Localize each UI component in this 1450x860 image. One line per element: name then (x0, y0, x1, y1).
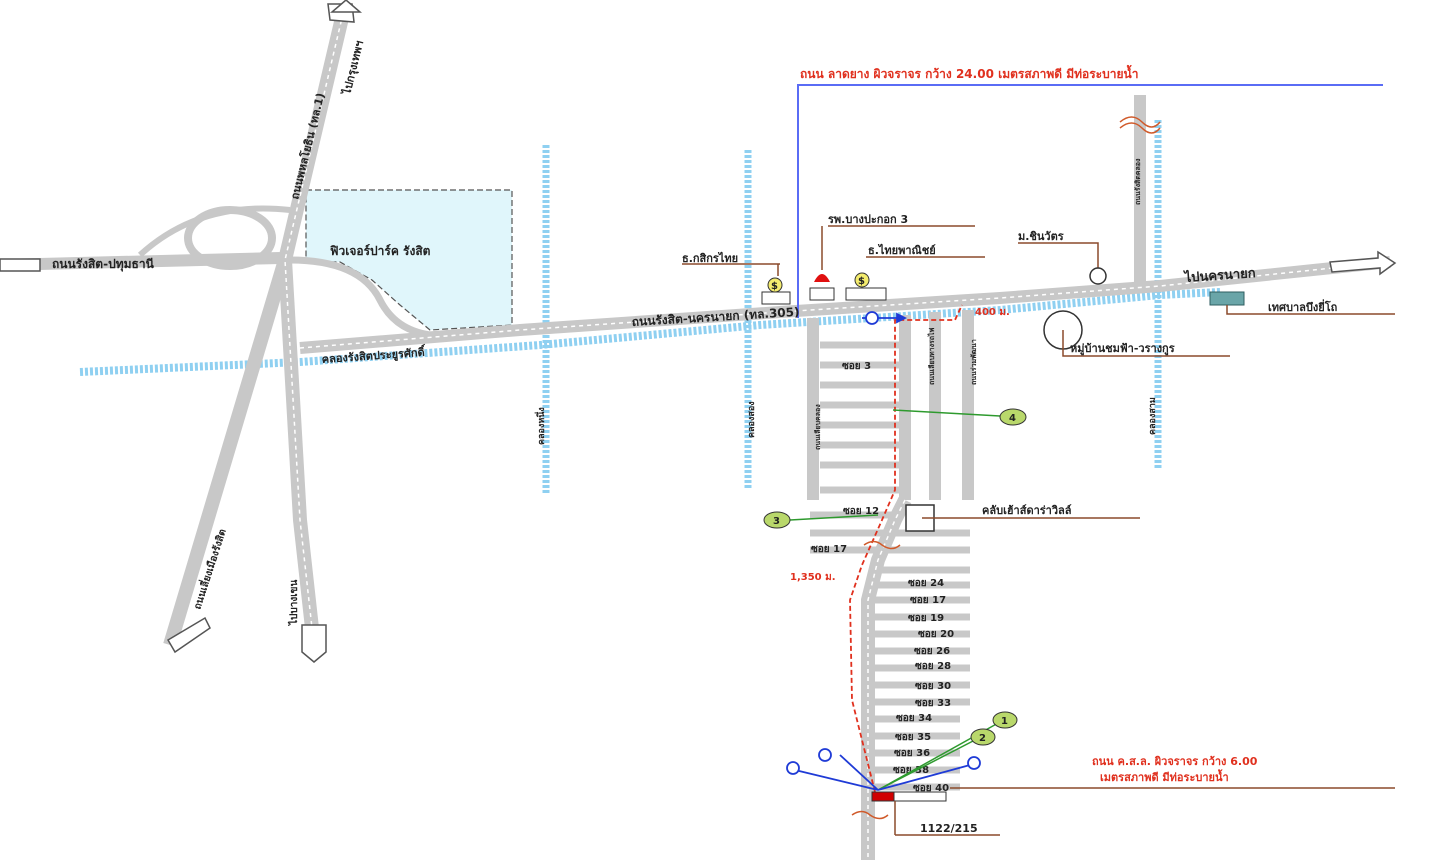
hospital: รพ.บางปะกอก 3 (809, 213, 975, 301)
svg-text:ซอย 12: ซอย 12 (843, 506, 879, 517)
svg-text:ซอย 17: ซอย 17 (811, 544, 847, 555)
svg-text:คลับเฮ้าส์ดาร่าวิลล์: คลับเฮ้าส์ดาร่าวิลล์ (982, 504, 1072, 517)
svg-text:1122/215: 1122/215 (920, 822, 978, 835)
future-park-area (305, 189, 513, 331)
club-house: คลับเฮ้าส์ดาร่าวิลล์ (905, 504, 1140, 532)
distance-400: 400 ม. (975, 307, 1010, 318)
svg-text:ซอย 36: ซอย 36 (894, 748, 930, 759)
svg-text:2: 2 (979, 733, 986, 744)
canal-label-3: คลองสาม (1148, 397, 1158, 435)
village: หมู่บ้านชมฟ้า-วรางกูร (1043, 310, 1230, 357)
road-label-v1: ถนนเลียบคลอง (814, 404, 822, 450)
municipality: เทศบาลบึงยี่โถ (1209, 291, 1395, 315)
svg-text:หมู่บ้านชมฟ้า-วรางกูร: หมู่บ้านชมฟ้า-วรางกูร (1070, 342, 1175, 356)
svg-text:ธ.ไทยพาณิชย์: ธ.ไทยพาณิชย์ (868, 243, 936, 257)
place-future-park: ฟิวเจอร์ปาร์ค รังสิต (330, 244, 431, 258)
photo-markers: 4 3 1 2 (763, 408, 1027, 791)
svg-text:ม.ชินวัตร: ม.ชินวัตร (1018, 230, 1064, 243)
road-label-v4: ถนนรังสิตคลอง (1134, 158, 1142, 205)
bottom-note-2: เมตรสภาพดี มีท่อระบายน้ำ (1100, 769, 1229, 784)
svg-text:ซอย 40: ซอย 40 (913, 783, 949, 794)
svg-text:ซอย 35: ซอย 35 (895, 732, 931, 743)
svg-text:เทศบาลบึงยี่โถ: เทศบาลบึงยี่โถ (1268, 299, 1338, 314)
svg-text:ซอย 28: ซอย 28 (915, 661, 951, 672)
road-label-v3: ถนนร่วมพัฒนา (970, 339, 978, 385)
bottom-note-1: ถนน ค.ส.ล. ผิวจราจร กว้าง 6.00 (1092, 755, 1258, 768)
route-line (849, 304, 963, 793)
svg-text:1: 1 (1001, 716, 1008, 727)
roads (0, 3, 1391, 860)
road-label-v2: ถนนเลียบทางรถไฟ (927, 327, 936, 385)
svg-text:$: $ (771, 281, 778, 292)
university: ม.ชินวัตร (1018, 230, 1107, 285)
road-break-marks (851, 116, 1161, 820)
direction-arrows (0, 0, 1397, 663)
kasikorn-bank: ธ.กสิกรไทย $ (682, 251, 791, 305)
svg-text:ซอย 3: ซอย 3 (842, 361, 871, 372)
road-label-rangsit-pathum: ถนนรังสิต-ปทุมธานี (52, 257, 155, 272)
canal-label-2: คลองสอง (747, 401, 757, 438)
svg-text:3: 3 (773, 516, 780, 527)
thai-panich-bank: ธ.ไทยพาณิชย์ $ (845, 243, 985, 301)
svg-text:ซอย 19: ซอย 19 (908, 613, 944, 624)
road-label-to-nakhonnayok: ไปนครนายก (1182, 264, 1256, 286)
destination-marker: 1122/215 (871, 791, 1000, 836)
svg-text:ซอย 38: ซอย 38 (893, 765, 929, 776)
road-label-to-phrakhon: ไปกรุงเทพฯ (339, 39, 367, 98)
svg-text:ซอย 33: ซอย 33 (915, 698, 951, 709)
canal-label-1: คลองหนึ่ง (534, 407, 547, 445)
soi-labels: ซอย 3 ซอย 12 ซอย 17 ซอย 24 ซอย 17 ซอย 19… (811, 361, 954, 794)
view-arrows (786, 311, 981, 791)
svg-text:ซอย 17: ซอย 17 (910, 595, 946, 606)
svg-text:$: $ (858, 276, 865, 287)
top-note: ถนน ลาดยาง ผิวจราจร กว้าง 24.00 เมตรสภาพ… (800, 64, 1138, 81)
svg-text:ธ.กสิกรไทย: ธ.กสิกรไทย (682, 251, 738, 265)
road-label-to-bangkhen: ไปบางเขน (287, 580, 300, 626)
distance-1350: 1,350 ม. (790, 572, 836, 583)
svg-text:4: 4 (1009, 413, 1016, 424)
svg-text:รพ.บางปะกอก 3: รพ.บางปะกอก 3 (828, 213, 908, 226)
svg-text:ซอย 30: ซอย 30 (915, 681, 951, 692)
top-note-leader (797, 84, 1383, 318)
canals (79, 120, 1221, 495)
svg-text:ซอย 20: ซอย 20 (918, 629, 954, 640)
svg-text:ซอย 24: ซอย 24 (908, 578, 944, 589)
svg-text:ซอย 26: ซอย 26 (914, 646, 950, 657)
svg-text:ซอย 34: ซอย 34 (896, 713, 932, 724)
